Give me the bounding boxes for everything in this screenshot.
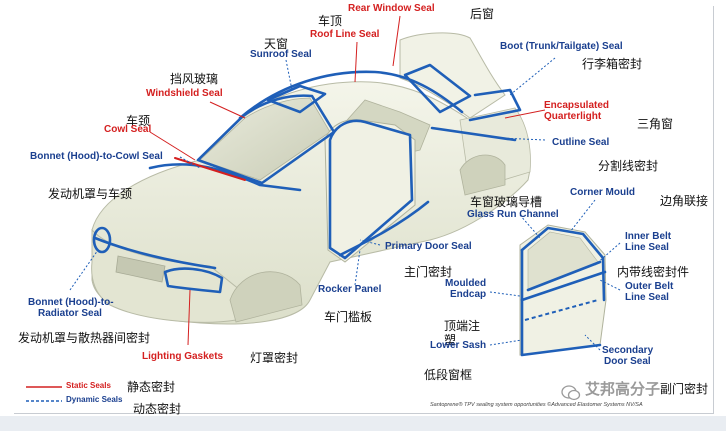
bonnet-radiator-label-1: Bonnet (Hood)-to- [28,298,114,308]
bonnet-radiator-label-2: Radiator Seal [38,309,102,319]
lighting-gaskets-label: Lighting Gaskets [142,352,223,362]
bottom-strip [0,416,726,431]
cowl-seal-label: Cowl Seal [104,125,151,135]
bonnet-cowl-seal-label: Bonnet (Hood)-to-Cowl Seal [30,152,163,162]
outer-belt-label-2: Line Seal [625,293,669,303]
belt-cn-label: 内带线密封件 [617,266,689,278]
bonnet-cowl-cn-label: 发动机罩与车颈 [48,188,132,200]
bonnet-radiator-cn-label: 发动机罩与散热器间密封 [18,332,150,344]
legend-static-label: Static Seals [66,382,111,390]
glass-run-channel-label: Glass Run Channel [467,210,559,220]
corner-mould-label: Corner Mould [570,188,635,198]
quarterlight-cn-label: 三角窗 [637,118,673,130]
lower-sash-label: Lower Sash [430,341,486,351]
secondary-door-label-1: Secondary [602,346,653,356]
cutline-cn-label: 分割线密封 [598,160,658,172]
outer-belt-label-1: Outer Belt [625,282,673,292]
windshield-cn-label: 挡风玻璃 [170,73,218,85]
rear-window-seal-label: Rear Window Seal [348,4,435,14]
watermark-text: 艾邦高分子 [585,382,660,397]
moulded-endcap-label-2: Endcap [450,290,486,300]
moulded-cn-label-1: 顶端注 [444,320,480,332]
secondary-door-label-2: Door Seal [604,357,651,367]
inner-belt-label-2: Line Seal [625,243,669,253]
wechat-icon [561,384,581,402]
sunroof-seal-label: Sunroof Seal [250,50,312,60]
cutline-seal-label: Cutline Seal [552,138,609,148]
rocker-cn-label: 车门槛板 [324,311,372,323]
roof-line-seal-label: Roof Line Seal [310,30,379,40]
inner-belt-label-1: Inner Belt [625,232,671,242]
boot-cn-label: 行李箱密封 [582,58,642,70]
boot-seal-label: Boot (Trunk/Tailgate) Seal [500,42,623,52]
secondary-door-cn-label: 副门密封 [660,383,708,395]
rear-window-cn-label: 后窗 [470,8,494,20]
moulded-endcap-label-1: Moulded [445,279,486,289]
legend-dynamic-label: Dynamic Seals [66,396,122,404]
lighting-cn-label: 灯罩密封 [250,352,298,364]
legend-static-cn: 静态密封 [127,381,175,393]
primary-door-seal-label: Primary Door Seal [385,242,472,252]
encapsulated-label-1: Encapsulated [544,101,609,111]
glass-run-cn-label: 车窗玻璃导槽 [470,196,542,208]
credit-text: Santoprene® TPV sealing system opportuni… [430,403,643,409]
encapsulated-label-2: Quarterlight [544,112,601,122]
rocker-panel-label: Rocker Panel [318,285,381,295]
roof-cn-label: 车顶 [318,15,342,27]
legend-dynamic-cn: 动态密封 [133,403,181,415]
primary-door-cn-label: 主门密封 [404,266,452,278]
corner-cn-label: 边角联接 [660,195,708,207]
lower-sash-cn-label: 低段窗框 [424,369,472,381]
windshield-seal-label: Windshield Seal [146,89,223,99]
